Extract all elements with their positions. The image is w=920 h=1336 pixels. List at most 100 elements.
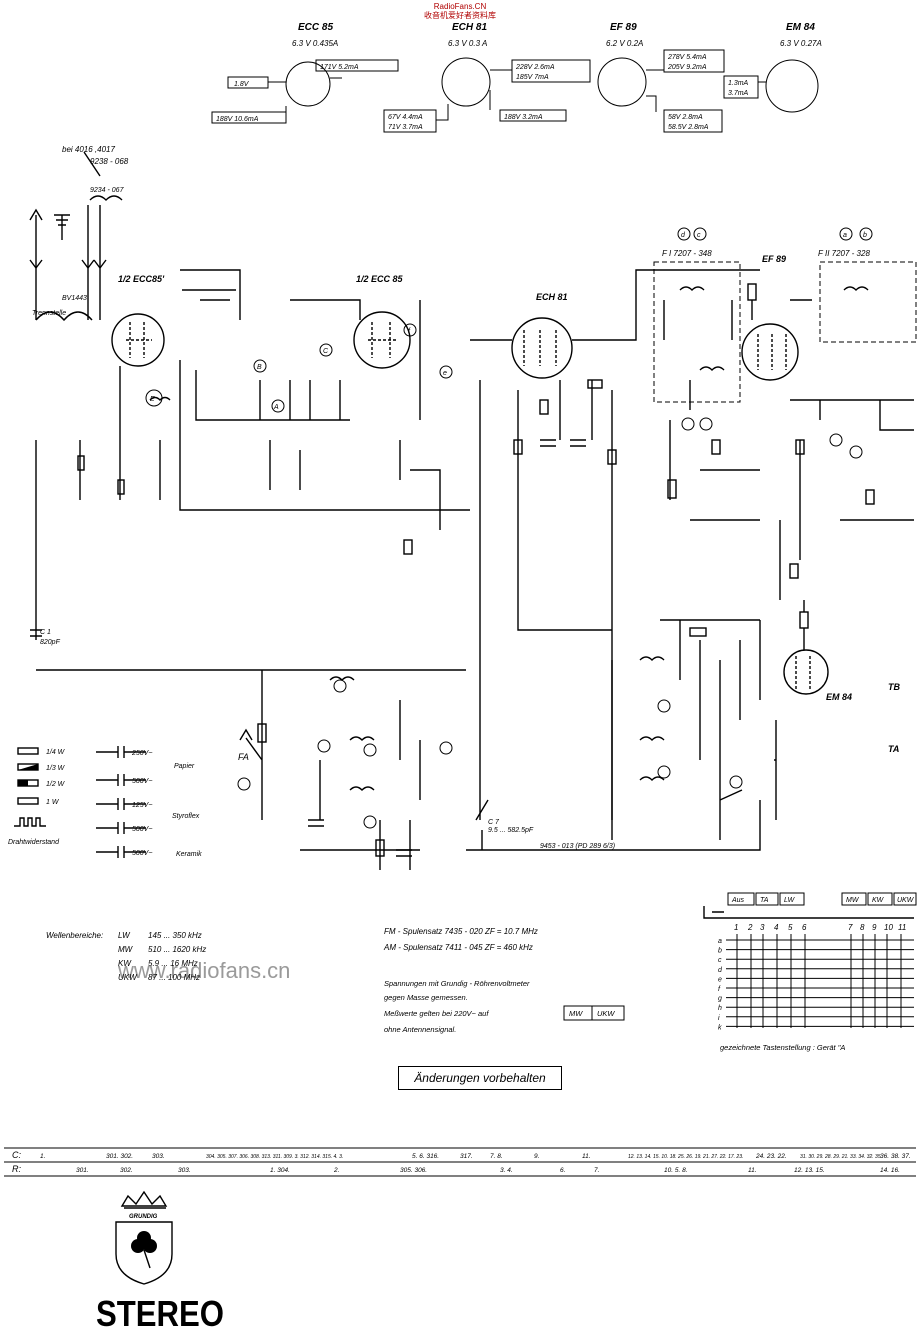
shield-icon [115, 1221, 173, 1285]
reading-box [315, 59, 399, 72]
component-legend: 1/4 W 1/3 W 1/2 W 1 W Drahtwiderstand 25… [8, 746, 202, 858]
reading-box [663, 109, 723, 133]
index-label: C: [12, 1150, 21, 1160]
tube-rating: 6.3 V 0.27A [780, 39, 822, 48]
resistor-index-entry: 12. 13. 15. [794, 1167, 825, 1174]
site-header: RadioFans.CN 收音机爱好者资料库 [400, 2, 520, 20]
legend-resistor: 1/4 W [46, 749, 66, 756]
capacitor-index-entry: 5. 6. 316. [412, 1153, 439, 1160]
switch-contact-number: 11 [898, 923, 906, 932]
legend-cap-value: 500V~ [132, 826, 152, 833]
reading: 67V 4.4mA [388, 114, 423, 121]
note-line: Meßwerte gelten bei 220V~ auf [384, 1009, 489, 1018]
parts-index: C: R: 1.301. 302.303.304. 305. 307. 306.… [4, 1147, 916, 1177]
site-tagline: 收音机爱好者资料库 [424, 11, 496, 20]
switch-row-label: b [718, 948, 722, 955]
svg-text:d: d [681, 232, 686, 239]
crown-icon [120, 1190, 168, 1207]
tube-name: EF 89 [610, 22, 637, 33]
bv1443-label: BV1443 [62, 295, 87, 302]
index-label: R: [12, 1164, 21, 1174]
switch-contact-number: 5 [788, 923, 793, 932]
capacitor-index-entry: 12. 13. 14. 15. 10. 18. 25. 26. 19. 21. … [628, 1154, 743, 1160]
capacitor-index-entry: 36. 38. 37. [880, 1153, 911, 1160]
switch-row-label: f [718, 986, 721, 993]
ground-icon [54, 214, 70, 226]
band-name: KW [118, 959, 132, 968]
tube-rating: 6.2 V 0.2A [606, 39, 643, 48]
note-line: Spannungen mit Grundig - Röhrenvoltmeter [384, 979, 530, 988]
tube-name: ECC 85 [298, 22, 333, 33]
resistor-index-entry: 305. 306. [400, 1167, 427, 1174]
band-range: 5.9 ... 16 MHz [148, 959, 198, 968]
tube-icon [783, 649, 829, 695]
tube-name: EM 84 [786, 22, 815, 33]
reading: 71V 3.7mA [388, 124, 423, 131]
band-name: UKW [118, 973, 138, 982]
switch-row-label: k [718, 1024, 722, 1031]
band-range: 87 ... 100 MHz [148, 973, 200, 982]
svg-text:b: b [863, 232, 867, 239]
key-label: KW [872, 897, 885, 904]
tube-pinout-em84: EM 84 6.3 V 0.27A 1.3mA 3.7mA [723, 22, 822, 113]
switch-contact-number: 2 [747, 923, 753, 932]
legend-resistor: 1/3 W [46, 765, 66, 772]
band-name: MW [118, 945, 134, 954]
tube-socket-icon [765, 59, 819, 113]
legend-cap-group: Styroflex [172, 813, 200, 820]
mixer-stage-ech81: ECH 81 [470, 269, 760, 820]
coil-set: FM - Spulensatz 7435 - 020 ZF = 10.7 MHz [384, 927, 538, 936]
site-name: RadioFans.CN [433, 2, 487, 11]
reading: 1.8V [234, 81, 250, 88]
stereo-logo: STEREO [96, 1293, 224, 1334]
switch-contact-number: 4 [774, 923, 779, 932]
wirewound-icon [14, 817, 46, 827]
am-coil-section: FA 9453 - 013 (PD 289 6/3) C 7 9.5 ... 5… [237, 619, 761, 870]
reading-box [511, 59, 591, 83]
resistor-index-row: 301.302.303.1. 304.2.305. 306.3. 4.6.7.1… [76, 1167, 900, 1174]
switch-row-label: h [718, 1005, 722, 1012]
switch-caption: gezeichnete Tastenstellung : Gerät "A [720, 1043, 845, 1052]
switch-row-label: a [718, 938, 722, 945]
capacitor-icon [96, 822, 146, 834]
resistor-index-entry: 302. [120, 1167, 133, 1174]
tube-pinout-ef89: EF 89 6.2 V 0.2A 278V 5.4mA 205V 9.2mA 5… [597, 22, 725, 133]
ukw-tuner-stage: 1/2 ECC85' 1/2 ECC 85 C 1 820pF E A B C … [30, 269, 470, 671]
switch-contact-number: 10 [884, 923, 893, 932]
reading: 1.3mA [728, 80, 749, 87]
coil-set: AM - Spulensatz 7411 - 045 ZF = 460 kHz [383, 943, 533, 952]
svg-text:C: C [323, 348, 329, 355]
legend-resistor: Drahtwiderstand [8, 839, 60, 846]
key-label: MW [846, 897, 860, 904]
capacitor-icon [96, 746, 146, 758]
reading-box [499, 109, 567, 122]
svg-text:A: A [273, 404, 279, 411]
tube-pinout-ecc85: ECC 85 6.3 V 0.435A 171V 5.2mA 1.8V 188V… [211, 22, 399, 124]
reading: 278V 5.4mA [667, 54, 707, 61]
capacitor-index-entry: 9. [534, 1153, 540, 1160]
wave-bands: Wellenbereiche: LW 145 ... 350 kHz MW 51… [46, 931, 206, 982]
reading: 188V 3.2mA [504, 114, 543, 121]
capacitor-index-entry: 317. [460, 1153, 473, 1160]
capacitor-index-entry: 301. 302. [106, 1153, 133, 1160]
resistor-index-entry: 1. 304. [270, 1167, 290, 1174]
switch-contact-number: 3 [760, 923, 765, 932]
c7-value: 9.5 ... 582.5pF [488, 827, 534, 834]
legend-cap-value: 500V~ [132, 850, 152, 857]
band-range: 145 ... 350 kHz [148, 931, 202, 940]
svg-text:e: e [443, 370, 447, 377]
dashed-ref: 9453 - 013 (PD 289 6/3) [540, 843, 615, 850]
grundig-badge: GRUNDIG [115, 1190, 173, 1285]
reading: 58.5V 2.8mA [668, 124, 709, 131]
key-label: TA [760, 897, 769, 904]
if-filter-1: F I 7207 - 348 d c [653, 227, 760, 521]
resistor-index-entry: 7. [594, 1167, 600, 1174]
legend-cap-group: Papier [174, 763, 195, 770]
tube-label: EM 84 [826, 692, 852, 702]
trennstelle-label: Trennstelle [32, 310, 66, 317]
badge-text: GRUNDIG [129, 1214, 158, 1220]
note-box: UKW [597, 1009, 615, 1018]
switch-row-label: c [718, 957, 722, 964]
reading: 228V 2.6mA [515, 64, 555, 71]
filter-label: F I 7207 - 348 [662, 249, 712, 258]
